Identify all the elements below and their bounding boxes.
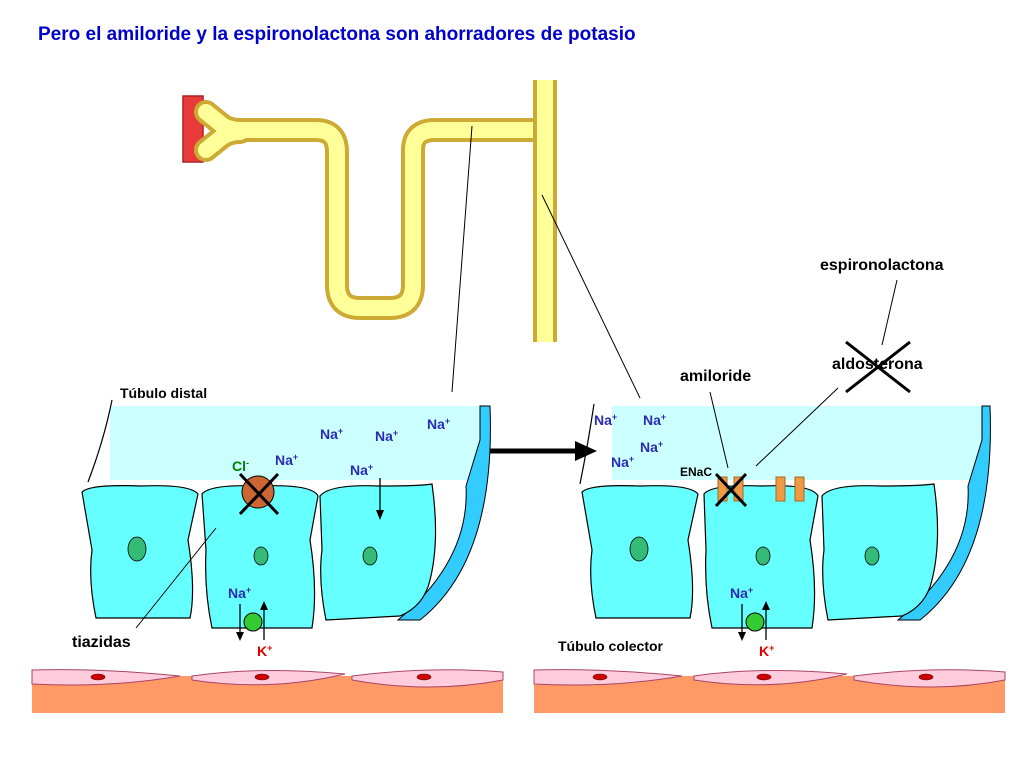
leader-line-distal <box>451 125 473 393</box>
enac-channel <box>775 476 786 502</box>
endothelial-nucleus <box>756 673 772 681</box>
na-ion: Na+ <box>275 452 298 468</box>
nucleus <box>755 546 771 566</box>
enac-channel <box>794 476 805 502</box>
leader-line-collector <box>541 194 641 399</box>
espironolactona-label: espironolactona <box>820 257 944 274</box>
collector-tubule-label: Túbulo colector <box>558 638 664 654</box>
lumen-collector <box>612 406 988 480</box>
lumen-edge-distal <box>87 399 113 483</box>
k-ion: K+ <box>257 643 272 659</box>
collecting-tubule-panel: ENaC amiloride espironolactona aldostero… <box>533 257 1006 713</box>
endothelial-cell <box>31 669 181 686</box>
nucleus <box>629 536 649 562</box>
na-out-arrow-head <box>738 632 746 641</box>
nucleus <box>864 546 880 566</box>
slide-title: Pero el amiloride y la espironolactona s… <box>38 24 636 45</box>
nucleus <box>362 546 378 566</box>
aldosterona-label: aldosterona <box>832 356 923 373</box>
tubule-branch-lumen <box>198 124 248 158</box>
block-x <box>238 472 280 516</box>
endothelial-nucleus <box>592 673 608 681</box>
na-ion: Na+ <box>427 416 450 432</box>
leader-line-amiloride <box>709 391 729 469</box>
na-ion: Na+ <box>228 585 251 601</box>
lumen-edge-collector <box>579 403 595 485</box>
na-ion: Na+ <box>643 412 666 428</box>
na-ion: Na+ <box>611 454 634 470</box>
endothelial-nucleus <box>90 673 106 681</box>
block-x <box>714 472 748 508</box>
distal-tubule-panel: Túbulo distal tiazidas Na+ Na+ Na+ <box>31 385 504 713</box>
na-arrow-head <box>376 510 384 520</box>
cell-distal-3 <box>319 483 437 621</box>
distal-tubule-label: Túbulo distal <box>120 385 207 401</box>
enac-channel <box>733 476 744 502</box>
endothelial-nucleus <box>254 673 270 681</box>
basement-edge-collector <box>896 405 991 621</box>
leader-line-espironolactona <box>881 279 898 346</box>
na-ion: Na+ <box>730 585 753 601</box>
amiloride-label: amiloride <box>680 368 751 385</box>
k-in-arrow-head <box>260 601 268 610</box>
nucleus <box>127 536 147 562</box>
na-k-pump <box>243 612 263 632</box>
nucleus <box>253 546 269 566</box>
nephron-tubule <box>182 80 641 399</box>
k-ion: K+ <box>759 643 774 659</box>
na-k-pump <box>745 612 765 632</box>
cl-ion: Cl- <box>232 458 249 474</box>
tubule-outline <box>194 100 557 320</box>
leader-line-tiazidas <box>135 527 217 629</box>
na-ion: Na+ <box>594 412 617 428</box>
cell-collector-3 <box>821 483 939 621</box>
enac-label: ENaC <box>680 465 712 479</box>
na-ion: Na+ <box>320 426 343 442</box>
na-out-arrow-head <box>236 632 244 641</box>
block-x <box>845 340 911 394</box>
tiazidas-label: tiazidas <box>72 634 131 651</box>
endothelial-nucleus <box>918 673 934 681</box>
lumen-distal <box>110 406 486 480</box>
na-ion: Na+ <box>375 428 398 444</box>
endothelial-cell <box>533 669 683 686</box>
leader-line-aldosterona <box>755 387 839 467</box>
basement-edge-distal <box>396 405 491 621</box>
na-ion: Na+ <box>640 439 663 455</box>
k-in-arrow-head <box>762 601 770 610</box>
na-ion: Na+ <box>350 462 373 478</box>
collecting-duct <box>537 80 553 342</box>
endothelial-nucleus <box>416 673 432 681</box>
